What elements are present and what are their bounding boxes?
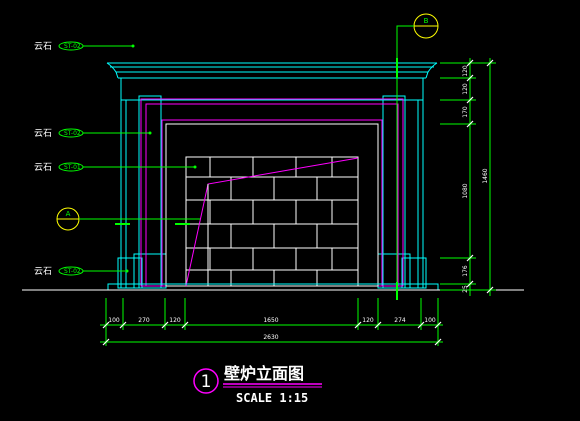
inner-trim-frame <box>161 119 383 287</box>
section-marker-b-leader <box>396 25 414 300</box>
fireplace-elevation <box>22 62 524 291</box>
callout-3: 云石 ST-01 <box>34 162 197 173</box>
right-pilaster-base <box>401 257 427 289</box>
drawing-number: 1 <box>201 372 212 392</box>
dim-label-5: 120 <box>362 317 374 324</box>
callout-3-label: 云石 <box>34 163 52 173</box>
left-pilaster <box>120 99 140 289</box>
callout-3-code: ST-01 <box>64 164 81 171</box>
vdim-label-4: 1080 <box>462 183 469 198</box>
firebox-bricks <box>186 157 358 286</box>
dim-label-2: 270 <box>138 317 150 324</box>
title-block: 1 壁炉立面图 SCALE 1:15 <box>193 364 322 405</box>
callout-4-dot <box>125 269 129 273</box>
frieze <box>120 77 424 101</box>
callout-2-code: ST-02 <box>64 130 81 137</box>
vdim-arrow-ticks <box>466 59 494 294</box>
drawing-scale: SCALE 1:15 <box>236 391 308 405</box>
drawing-number-circle <box>193 368 219 394</box>
middle-trim-frame <box>145 103 399 287</box>
dim-label-3: 120 <box>169 317 181 324</box>
callout-3-dot <box>193 165 197 169</box>
callout-2-dot <box>148 131 152 135</box>
dim-label-4: 1650 <box>263 317 278 324</box>
dim-label-6: 274 <box>394 317 406 324</box>
vertical-dimensions: 120 120 170 1080 176 25 1460 <box>440 58 496 296</box>
callout-2-label: 云石 <box>34 129 52 139</box>
left-pilaster-base <box>117 257 143 289</box>
section-marker-a: A <box>56 207 200 231</box>
callout-2: 云石 ST-02 <box>34 128 152 139</box>
vdim-label-3: 170 <box>462 106 469 118</box>
outer-trim-frame <box>140 98 404 287</box>
cornice-right-profile <box>425 62 438 79</box>
opening-frame <box>165 123 379 287</box>
callout-1-code: ST-02 <box>64 43 81 50</box>
callout-1: 云石 ST-02 <box>34 41 135 52</box>
cornice-left-profile <box>106 62 119 79</box>
callout-4-code: ST-02 <box>64 268 81 275</box>
drawing-title: 壁炉立面图 <box>224 364 304 383</box>
dim-label-7: 100 <box>424 317 436 324</box>
horizontal-dimensions: 100 270 120 1650 120 274 100 2630 <box>100 298 443 346</box>
dim-label-1: 100 <box>108 317 120 324</box>
dim-arrow-ticks <box>102 321 442 346</box>
firebox <box>185 156 359 287</box>
vdim-label-overall: 1460 <box>482 168 489 183</box>
section-marker-b-label: B <box>424 17 429 25</box>
callout-4-label: 云石 <box>34 267 52 277</box>
vdim-label-6: 25 <box>462 285 469 293</box>
vdim-label-2: 120 <box>462 83 469 95</box>
section-marker-a-label: A <box>66 210 71 218</box>
vdim-label-5: 176 <box>462 265 469 277</box>
callout-1-label: 云石 <box>34 42 52 52</box>
hearth <box>107 283 439 291</box>
callout-1-dot <box>131 44 135 48</box>
right-pilaster <box>404 99 424 289</box>
dim-label-overall: 2630 <box>263 334 278 341</box>
section-marker-b: B <box>396 13 439 300</box>
vdim-label-1: 120 <box>462 65 469 77</box>
callout-4: 云石 ST-02 <box>34 266 129 277</box>
